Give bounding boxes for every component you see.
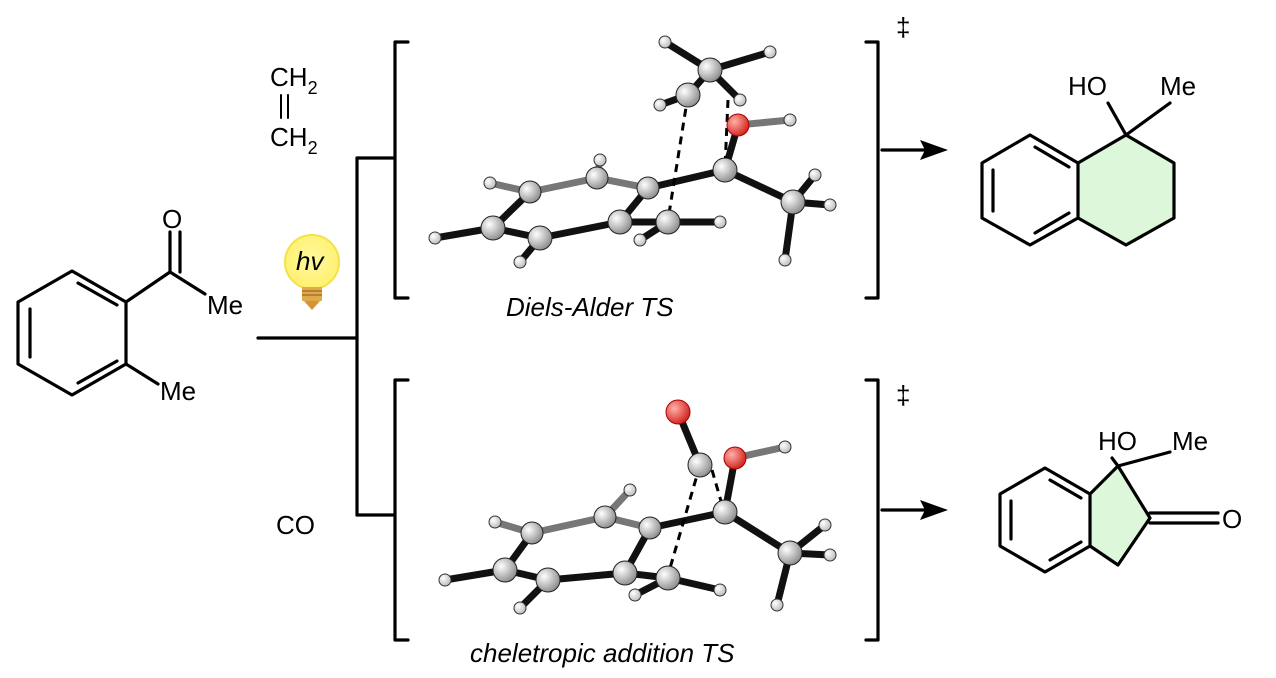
acetyl-methyl-label: Me [207,290,243,320]
product-2-methyl-label: Me [1172,426,1208,456]
cheletropic-ts-model [438,399,837,615]
diels-alder-ts-caption: Diels-Alder TS [506,292,674,322]
branch-lines [256,156,395,517]
product-2-ketone-oxygen-label: O [1222,504,1242,534]
formula-subscript: 2 [308,138,318,158]
product-1-methyl-label: Me [1160,71,1196,101]
reaction-arrow-bottom [880,500,948,520]
ethylene-top-label: CH2 [270,62,318,98]
starting-material: O Me Me [16,204,243,406]
ring-methyl-label: Me [160,376,196,406]
product-1-hydroxy-label: HO [1068,71,1107,101]
ethylene-reagent: CH2 CH2 [270,62,318,158]
diels-alder-ts-model [428,35,837,269]
ethylene-bottom-label: CH2 [270,122,318,158]
ts-dagger-2: ‡ [896,380,910,410]
cheletropic-ts-caption: cheletropic addition TS [470,638,735,668]
ts-dagger-1: ‡ [896,12,910,42]
light-bulb-icon: hv [284,234,340,310]
product-tetralin: HO Me [980,71,1196,247]
formula-subscript: 2 [308,78,318,98]
product-2-hydroxy-label: HO [1098,426,1137,456]
reaction-arrow-top [880,140,948,160]
carbonyl-oxygen-label: O [162,204,182,234]
ts-brackets [393,40,880,642]
product-indanone: HO Me O [998,426,1242,574]
carbon-monoxide-label: CO [276,510,315,540]
light-label: hv [296,246,325,276]
